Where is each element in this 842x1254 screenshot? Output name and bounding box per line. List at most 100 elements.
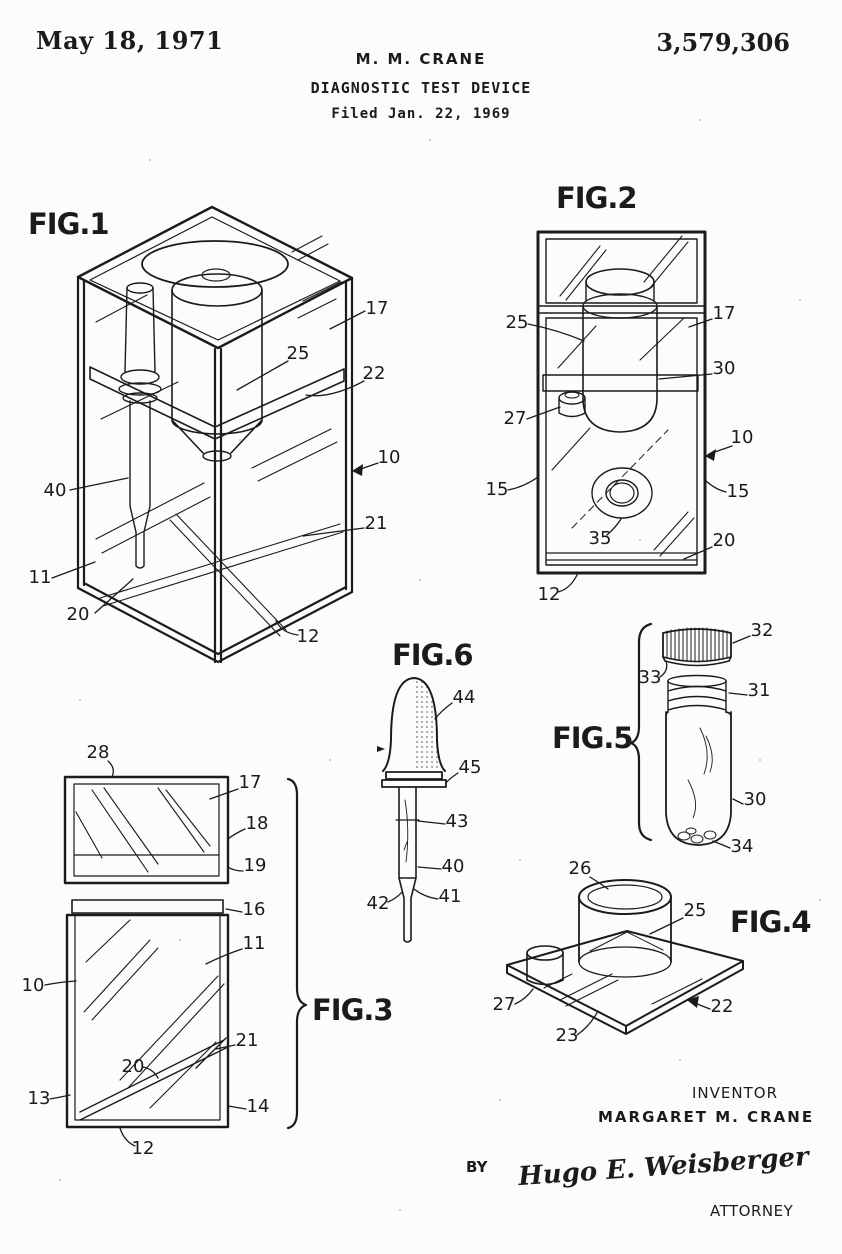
fig1-cup-tip — [202, 450, 232, 462]
fig5-cap-outline — [662, 628, 732, 658]
fig6-title: FIG.6 — [392, 638, 473, 672]
ref-label: 44 — [453, 687, 476, 708]
ref-label: 17 — [713, 303, 736, 324]
ref-label: 33 — [639, 667, 662, 688]
fig1-title: FIG.1 — [28, 207, 109, 241]
fig5-vial-mouth — [667, 674, 727, 688]
ref-label: 16 — [243, 899, 266, 920]
ref-label: 12 — [297, 626, 320, 647]
fig5-brace — [629, 622, 653, 842]
ref-label: 12 — [538, 584, 561, 605]
inventor-caption: INVENTOR — [692, 1084, 778, 1102]
fig6-tube — [398, 786, 417, 943]
ref-label: 10 — [378, 447, 401, 468]
fig3-brace — [286, 777, 308, 1130]
fig5-tablets — [677, 827, 717, 844]
fig3-body-inner — [74, 914, 221, 1121]
fig3-cover-inner — [73, 783, 220, 877]
patent-author: M. M. CRANE — [355, 50, 487, 68]
ref-label: 18 — [246, 813, 269, 834]
fig2-lid-inner — [545, 238, 698, 304]
fig3-title: FIG.3 — [312, 993, 393, 1027]
patent-title: DIAGNOSTIC TEST DEVICE — [310, 79, 532, 97]
fig2-drawing: FIG.2 25 17 30 27 10 15 — [486, 181, 754, 605]
fig6-collar-lower — [381, 779, 447, 788]
fig4-fold-line — [589, 931, 664, 952]
ref-label: 17 — [239, 772, 262, 793]
fig4-hatching — [543, 973, 703, 1007]
fig1-cup-knob — [201, 268, 231, 282]
fig4-plate-thickness — [506, 960, 744, 1035]
fig6-leader-lines — [387, 702, 459, 903]
fig4-leader-lines — [514, 876, 711, 1036]
ref-label: 40 — [442, 856, 465, 877]
fig5-title: FIG.5 — [552, 721, 633, 755]
fig1-case-bottom — [76, 581, 354, 664]
fig4-cyl27-body — [526, 952, 564, 986]
ref-label: 21 — [365, 513, 388, 534]
ref-label: 20 — [713, 530, 736, 551]
ref-label: 11 — [243, 933, 266, 954]
fig2-shelf-band — [542, 374, 699, 392]
fig4-cyl27-top — [526, 945, 564, 961]
ref-label: 11 — [29, 567, 52, 588]
fig1-cup-top — [171, 273, 263, 307]
ref-label: 15 — [727, 481, 750, 502]
ref-label: 42 — [367, 893, 390, 914]
ref-label: 23 — [556, 1025, 579, 1046]
fig3-body-outline — [65, 913, 230, 1129]
by-label: BY — [466, 1158, 488, 1176]
fig6-pointer-mark — [377, 746, 385, 752]
ref-label: 25 — [287, 343, 310, 364]
fig6-bulb-stipple — [414, 678, 445, 771]
ref-label: 35 — [589, 528, 612, 549]
ref-label: 34 — [731, 836, 754, 857]
fig2-target-mid — [605, 479, 639, 507]
fig2-arrowhead-10 — [705, 449, 716, 461]
patent-date: May 18, 1971 — [36, 26, 224, 55]
fig2-vial-cap — [585, 281, 655, 301]
fig6-drawing: FIG.6 44 45 43 40 41 42 — [367, 638, 482, 943]
fig5-leader-lines — [659, 635, 751, 849]
fig5-vial-shine — [687, 727, 713, 819]
fig2-vial-body — [582, 305, 658, 433]
fig1-drawing: FIG.1 17 25 22 10 40 21 1 — [28, 205, 401, 664]
fig5-vial-threads — [667, 680, 727, 713]
ref-label: 27 — [504, 408, 527, 429]
ref-label: 25 — [506, 312, 529, 333]
inventor-name: MARGARET M. CRANE — [598, 1108, 815, 1126]
ref-label: 32 — [751, 620, 774, 641]
fig5-vial-body — [665, 711, 732, 846]
ref-label: 14 — [247, 1096, 270, 1117]
fig1-dropper-bulb — [124, 287, 156, 373]
ref-label: 20 — [67, 604, 90, 625]
attorney-caption: ATTORNEY — [710, 1202, 794, 1220]
filed-date: Filed Jan. 22, 1969 — [331, 106, 511, 122]
fig3-hatching — [75, 787, 225, 1109]
ref-label: 25 — [684, 900, 707, 921]
fig5-drawing: FIG.5 32 33 31 30 34 — [552, 620, 773, 857]
fig2-bottom-band — [545, 552, 698, 561]
fig2-leader-lines — [507, 318, 733, 593]
fig4-arrowhead-22 — [687, 996, 699, 1008]
fig1-shelf — [89, 366, 345, 440]
ref-label: 15 — [486, 479, 509, 500]
fig1-arrowhead-10 — [352, 464, 363, 476]
fig3-drawing: FIG.3 28 17 18 19 16 11 10 21 20 13 14 1… — [22, 742, 394, 1159]
fig1-dropper-flare — [120, 369, 160, 385]
ref-label: 21 — [236, 1030, 259, 1051]
ref-label: 45 — [459, 757, 482, 778]
fig4-drawing: FIG.4 26 25 27 23 22 — [493, 858, 812, 1046]
ref-label: 40 — [44, 480, 67, 501]
fig1-cup-body — [171, 289, 263, 454]
patent-number: 3,579,306 — [656, 28, 790, 57]
fig4-cup-bottom — [578, 946, 672, 978]
ref-label: 30 — [713, 358, 736, 379]
ref-label: 10 — [22, 975, 45, 996]
ref-label: 43 — [446, 811, 469, 832]
fig2-title: FIG.2 — [556, 181, 637, 215]
fig4-plate — [506, 930, 744, 1027]
ref-label: 26 — [569, 858, 592, 879]
fig4-title: FIG.4 — [730, 905, 811, 939]
